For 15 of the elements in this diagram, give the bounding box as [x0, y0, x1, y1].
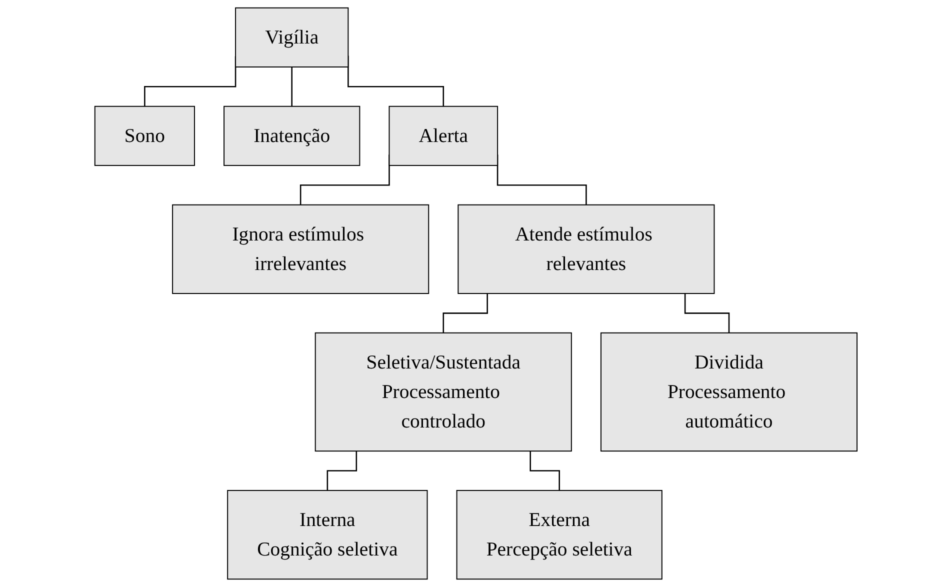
node-box: Inatenção: [223, 106, 360, 166]
connector: [442, 294, 488, 334]
node-box: Vigília: [234, 7, 348, 68]
connector: [326, 451, 357, 492]
node-box: Ignora estímulos irrelevantes: [172, 204, 429, 294]
node-box: Externa Percepção seletiva: [456, 490, 662, 580]
node-box: Atende estímulos relevantes: [457, 204, 714, 294]
connector: [684, 294, 730, 334]
node-box: Sono: [94, 106, 194, 166]
connector: [290, 66, 292, 107]
node-box: Alerta: [388, 106, 498, 166]
node-box: Dividida Processamento automático: [600, 332, 858, 452]
node-box: Seletiva/Sustentada Processamento controlado: [314, 332, 572, 452]
connector: [529, 451, 560, 492]
node-box: Interna Cognição seletiva: [226, 490, 428, 580]
